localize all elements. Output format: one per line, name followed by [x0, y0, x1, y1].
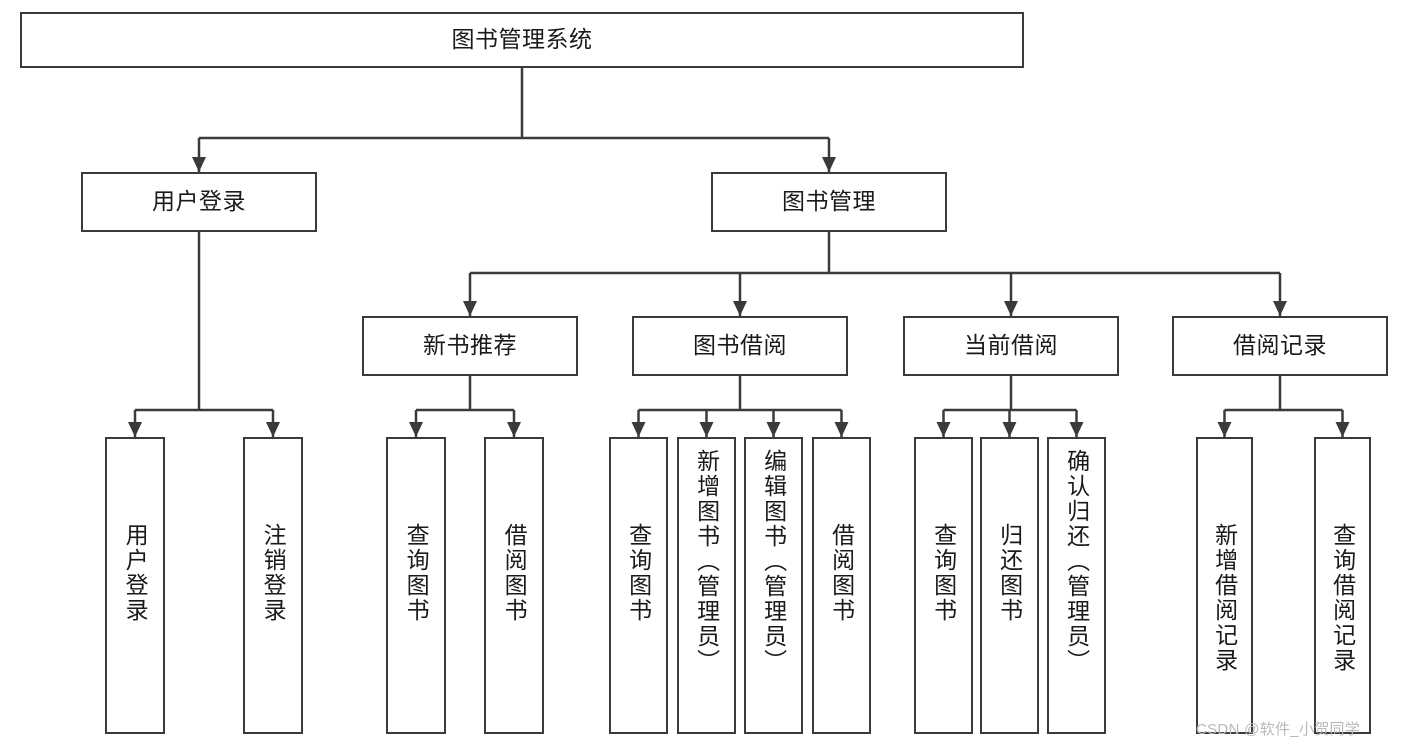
- node-records: 借阅记录: [1172, 316, 1388, 376]
- edge-arrowhead: [409, 422, 423, 437]
- edge-arrowhead: [1069, 422, 1084, 437]
- node-label: 借阅记录: [1233, 332, 1327, 359]
- node-leaf-cu-q: 查询图书: [914, 437, 973, 734]
- node-login: 用户登录: [81, 172, 317, 232]
- edge-arrowhead: [128, 422, 142, 437]
- node-label: 图书管理: [782, 188, 876, 215]
- edge-arrowhead: [936, 422, 951, 437]
- node-label: 注销登录: [260, 523, 287, 623]
- node-leaf-logout: 注销登录: [243, 437, 303, 734]
- edge-arrowhead: [192, 157, 206, 172]
- node-leaf-login: 用户登录: [105, 437, 165, 734]
- node-leaf-br-add: 新增图书（管理员）: [677, 437, 736, 734]
- edge-arrowhead: [266, 422, 280, 437]
- node-label: 借阅图书: [501, 523, 528, 623]
- node-label: 查询图书: [930, 523, 957, 623]
- node-label: 查询图书: [625, 523, 652, 623]
- node-bookmgmt: 图书管理: [711, 172, 947, 232]
- node-leaf-cu-r: 归还图书: [980, 437, 1039, 734]
- edge-arrowhead: [834, 422, 849, 437]
- node-leaf-br-q: 查询图书: [609, 437, 668, 734]
- node-leaf-nb-b: 借阅图书: [484, 437, 544, 734]
- node-label: 图书借阅: [693, 332, 787, 359]
- node-newbooks: 新书推荐: [362, 316, 578, 376]
- node-label: 当前借阅: [964, 332, 1058, 359]
- edge-arrowhead: [822, 157, 836, 172]
- edge-arrowhead: [1273, 301, 1287, 316]
- node-leaf-rc-q: 查询借阅记录: [1314, 437, 1371, 734]
- node-label: 归还图书: [996, 523, 1023, 623]
- edge-arrowhead: [733, 301, 747, 316]
- node-label: 借阅图书: [828, 523, 855, 623]
- node-label: 用户登录: [122, 523, 149, 623]
- edge-arrowhead: [631, 422, 646, 437]
- edge-arrowhead: [507, 422, 521, 437]
- node-label: 用户登录: [152, 188, 246, 215]
- edge-arrowhead: [766, 422, 781, 437]
- edge-arrowhead: [1335, 422, 1350, 437]
- node-leaf-br-ed: 编辑图书（管理员）: [744, 437, 803, 734]
- node-label: 确认归还（管理员）: [1063, 449, 1090, 674]
- node-borrow: 图书借阅: [632, 316, 848, 376]
- node-label: 图书管理系统: [451, 26, 593, 53]
- node-current: 当前借阅: [903, 316, 1119, 376]
- node-root: 图书管理系统: [20, 12, 1024, 68]
- node-leaf-nb-q: 查询图书: [386, 437, 446, 734]
- node-label: 编辑图书（管理员）: [760, 449, 787, 674]
- node-label: 查询借阅记录: [1329, 523, 1356, 673]
- node-leaf-rc-add: 新增借阅记录: [1196, 437, 1253, 734]
- node-leaf-br-b: 借阅图书: [812, 437, 871, 734]
- edge-arrowhead: [1002, 422, 1017, 437]
- node-label: 新增图书（管理员）: [693, 449, 720, 674]
- node-label: 查询图书: [403, 523, 430, 623]
- edge-arrowhead: [463, 301, 477, 316]
- edge-arrowhead: [1004, 301, 1018, 316]
- node-label: 新书推荐: [423, 332, 517, 359]
- edge-arrowhead: [1217, 422, 1232, 437]
- edge-arrowhead: [699, 422, 714, 437]
- node-label: 新增借阅记录: [1211, 523, 1238, 673]
- node-leaf-cu-c: 确认归还（管理员）: [1047, 437, 1106, 734]
